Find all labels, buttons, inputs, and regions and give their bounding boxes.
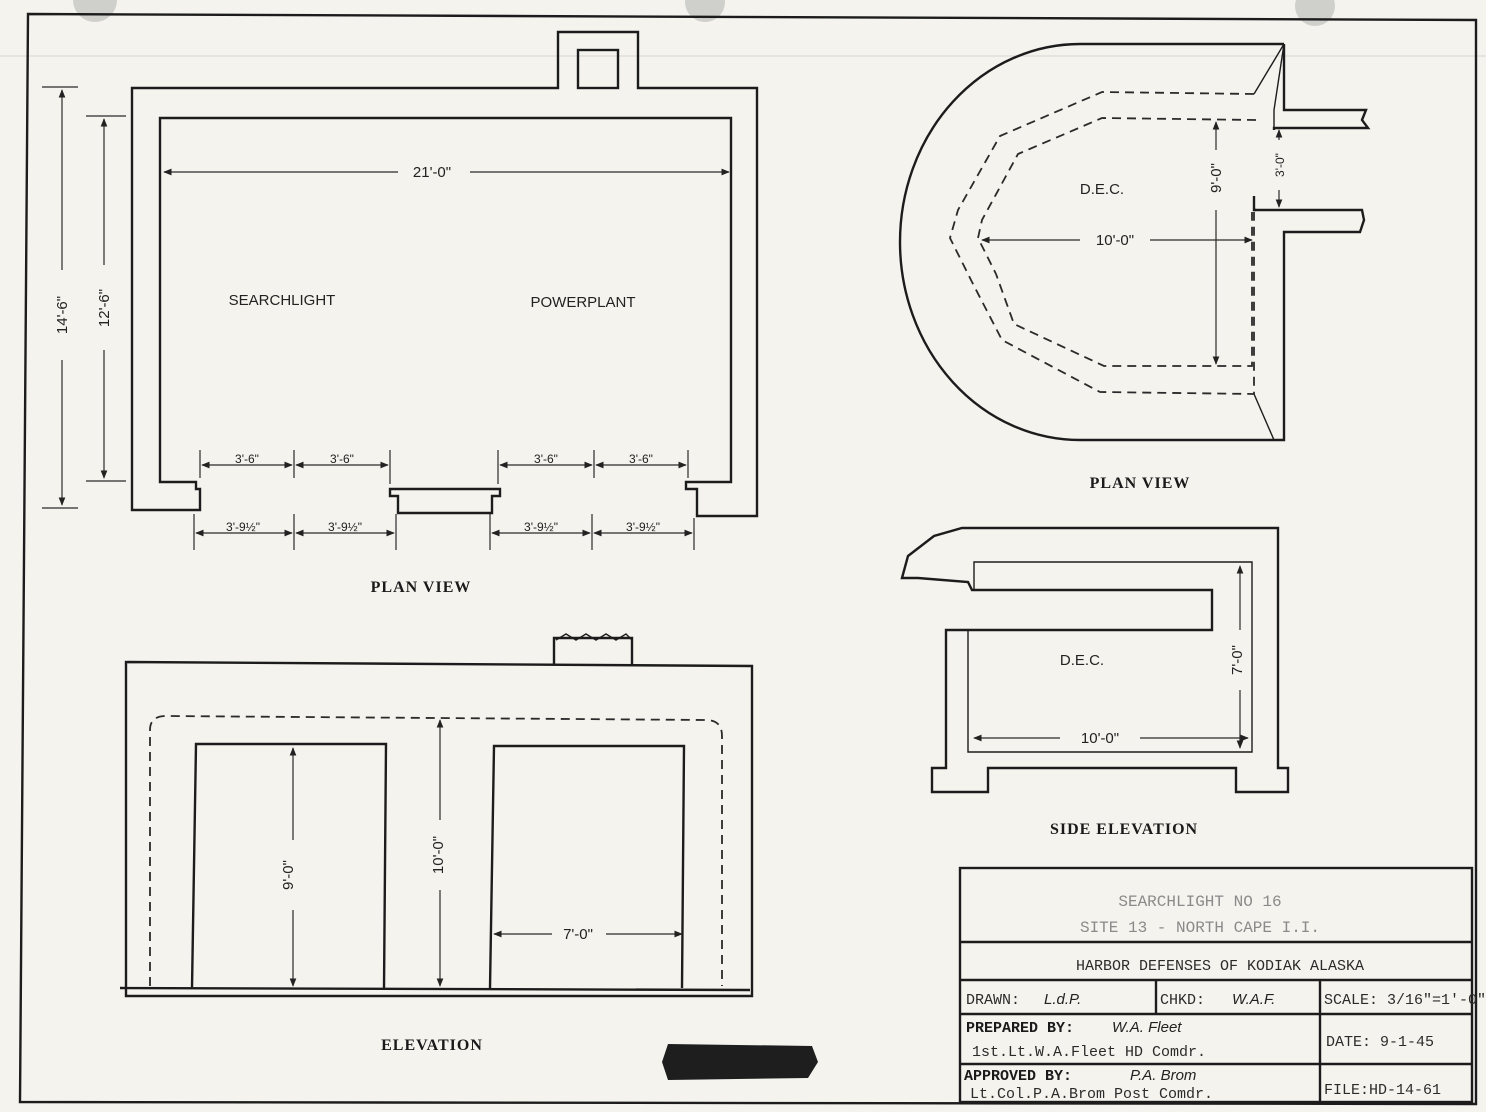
elevation-outline [124,660,754,998]
side-elevation-title: SIDE ELEVATION [1050,821,1198,838]
title-drawing-name: SEARCHLIGHT NO 16 [1118,893,1281,911]
scale-label: SCALE: 3/16"=1'-0" [1324,992,1486,1009]
plan-view-title: PLAN VIEW [371,579,472,596]
side-elevation: 10'-0" 7'-0" D.E.C. SIDE ELEVATION [900,526,1290,838]
drawn-signature: L.d.P. [1044,991,1081,1008]
checked-signature: W.A.F. [1232,991,1275,1008]
room-label-dec: D.E.C. [1080,181,1124,198]
title-block: SEARCHLIGHT NO 16 SITE 13 - NORTH CAPE I… [958,866,1486,1104]
center-pier [388,487,502,515]
dec-outer-wall [898,42,1366,442]
dim-offset-1-label: 3'-9½" [226,520,260,534]
wall-offset-dims [193,514,695,550]
elevation-title: ELEVATION [381,1037,483,1054]
side-width-label: 10'-0" [1081,730,1119,747]
plan-view-left: 21'-0" 14'-6" 12'-6" 3'-6" [42,30,759,596]
date-label: DATE: 9-1-45 [1326,1034,1434,1051]
dim-door-1-label: 3'-6" [235,452,259,466]
approved-label: APPROVED BY: [964,1068,1072,1085]
sheet-border [18,12,1478,1106]
side-elevation-outline [900,526,1290,794]
ground-line [119,986,751,992]
drawn-label: DRAWN: [966,992,1020,1009]
elevation-hidden-wall [149,715,723,986]
file-label: FILE:HD-14-61 [1324,1082,1441,1099]
room-label-searchlight: SEARCHLIGHT [229,292,336,309]
room-label-powerplant: POWERPLANT [530,294,635,311]
door-left [190,742,388,989]
dec-width-label: 10'-0" [1096,232,1134,249]
dec-wall-outer-dashed [949,91,1255,395]
approved-name: Lt.Col.P.A.Brom Post Comdr. [970,1086,1213,1103]
prepared-name: 1st.Lt.W.A.Fleet HD Comdr. [972,1044,1206,1061]
elev-door-width-label: 7'-0" [563,926,593,943]
dim-door-2-label: 3'-6" [330,452,354,466]
dec-plan-view-title: PLAN VIEW [1090,475,1191,492]
ink-smudge [662,1044,818,1080]
dim-offset-3-label: 3'-9½" [524,520,558,534]
dim-door-4-label: 3'-6" [629,452,653,466]
side-elevation-inner [967,561,1253,753]
approved-signature: P.A. Brom [1130,1067,1196,1084]
title-project: HARBOR DEFENSES OF KODIAK ALASKA [1076,958,1364,975]
dim-offset-2-label: 3'-9½" [328,520,362,534]
dim-width-label: 21'-0" [413,164,451,181]
prepared-label: PREPARED BY: [966,1020,1074,1037]
dec-height-label: 9'-0" [1208,163,1225,193]
title-site-name: SITE 13 - NORTH CAPE I.I. [1080,919,1320,937]
checked-label: CHKD: [1160,992,1205,1009]
dim-outer-height-label: 14'-6" [54,296,71,334]
prepared-signature: W.A. Fleet [1112,1019,1182,1036]
chimney-flue [576,48,620,90]
door-right [488,744,686,989]
elev-door-height-label: 9'-0" [280,860,297,890]
dec-wall-inner-dashed [977,117,1257,367]
dim-inner-height-label: 12'-6" [96,289,113,327]
door-opening-dims [199,450,689,484]
title-block-frame [958,866,1474,1104]
plan-view-dec: 10'-0" 9'-0" 3'-0" D.E.C. PLAN VIEW [898,42,1371,492]
room-label-dec-side: D.E.C. [1060,652,1104,669]
building-wall-outline [130,30,759,518]
front-elevation: 9'-0" 10'-0" 7'-0" ELEVATION [119,633,754,1054]
dim-door-3-label: 3'-6" [534,452,558,466]
side-height-label: 7'-0" [1229,645,1246,675]
dec-passage-label: 3'-0" [1273,153,1287,177]
elev-overall-height-label: 10'-0" [430,836,447,874]
dim-offset-4-label: 3'-9½" [626,520,660,534]
punch-hole [73,0,117,22]
